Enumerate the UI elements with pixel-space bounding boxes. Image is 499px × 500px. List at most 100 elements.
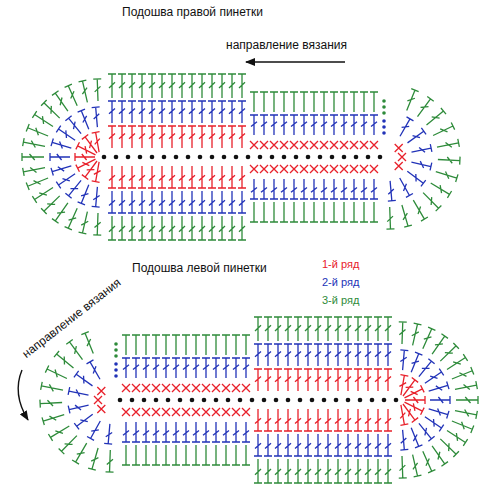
single-crochet-symbol [212, 408, 220, 416]
single-crochet-symbol [398, 153, 406, 161]
double-crochet-symbol [260, 92, 268, 112]
double-crochet-symbol [430, 396, 450, 404]
single-crochet-symbol [232, 384, 240, 392]
double-crochet-symbol [310, 92, 318, 112]
double-crochet-symbol [228, 191, 236, 213]
double-crochet-symbol [360, 202, 368, 222]
double-crochet-symbol [148, 126, 156, 148]
double-crochet-symbol [370, 115, 378, 135]
chain-stitch [178, 398, 183, 403]
chain-stitch [370, 398, 375, 403]
double-crochet-symbol [354, 344, 362, 366]
double-crochet-symbol [128, 74, 136, 98]
double-crochet-symbol [384, 434, 392, 456]
double-crochet-symbol [254, 369, 262, 391]
double-crochet-symbol [340, 179, 348, 199]
double-crochet-symbol [294, 317, 302, 341]
double-crochet-symbol [270, 202, 278, 222]
double-crochet-symbol [344, 459, 352, 483]
single-crochet-symbol [152, 408, 160, 416]
double-crochet-symbol [334, 409, 342, 431]
double-crochet-symbol [314, 459, 322, 483]
double-crochet-symbol [431, 122, 454, 139]
double-crochet-symbol [274, 317, 282, 341]
double-crochet-symbol [409, 323, 422, 346]
chain-stitch [226, 398, 231, 403]
double-crochet-symbol [222, 335, 230, 355]
double-crochet-symbol [142, 422, 150, 442]
double-crochet-symbol [284, 369, 292, 391]
single-crochet-symbol [122, 408, 130, 416]
double-crochet-symbol [118, 191, 126, 213]
double-crochet-symbol [242, 422, 250, 442]
double-crochet-symbol [250, 92, 258, 112]
single-crochet-symbol [222, 384, 230, 392]
double-crochet-symbol [232, 358, 240, 378]
chain-stitch [126, 155, 131, 160]
double-crochet-symbol [162, 335, 170, 355]
single-crochet-symbol [132, 384, 140, 392]
double-crochet-symbol [330, 92, 338, 112]
double-crochet-symbol [75, 153, 95, 161]
double-crochet-symbol [138, 166, 146, 188]
double-crochet-symbol [324, 369, 332, 391]
chain-stitch [394, 398, 399, 403]
chain-stitch [382, 125, 386, 129]
double-crochet-symbol [59, 433, 80, 454]
double-crochet-symbol [68, 401, 89, 413]
double-crochet-symbol [429, 334, 448, 357]
double-crochet-symbol [92, 187, 102, 208]
single-crochet-symbol [300, 165, 308, 173]
single-crochet-symbol [360, 165, 368, 173]
double-crochet-symbol [360, 92, 368, 112]
chain-stitch [342, 155, 347, 160]
double-crochet-symbol [23, 164, 46, 176]
single-crochet-symbol [350, 165, 358, 173]
double-crochet-symbol [32, 184, 55, 203]
double-crochet-symbol [314, 344, 322, 366]
double-crochet-symbol [424, 108, 446, 128]
double-crochet-symbol [304, 459, 312, 483]
double-crochet-symbol [198, 101, 206, 123]
double-crochet-symbol [414, 96, 433, 118]
double-crochet-symbol [386, 181, 396, 202]
double-crochet-symbol [87, 419, 104, 440]
double-crochet-symbol [416, 421, 435, 442]
double-crochet-symbol [122, 335, 130, 355]
double-crochet-symbol [106, 450, 115, 472]
double-crochet-symbol [411, 144, 432, 156]
double-crochet-symbol [264, 434, 272, 456]
double-crochet-symbol [324, 317, 332, 341]
double-crochet-symbol [182, 335, 190, 355]
double-crochet-symbol [304, 369, 312, 391]
double-crochet-symbol [128, 191, 136, 213]
double-crochet-symbol [260, 115, 268, 135]
chart-title: Подошва левой пинетки [132, 261, 267, 275]
chain-stitch [162, 155, 167, 160]
double-crochet-symbol [364, 409, 372, 431]
double-crochet-symbol [182, 445, 190, 465]
chain-stitch [142, 398, 147, 403]
chain-stitch [214, 398, 219, 403]
double-crochet-symbol [188, 74, 196, 98]
double-crochet-symbol [354, 409, 362, 431]
double-crochet-symbol [264, 317, 272, 341]
chain-stitch [118, 398, 123, 403]
chain-stitch [286, 398, 291, 403]
single-crochet-symbol [310, 165, 318, 173]
double-crochet-symbol [202, 422, 210, 442]
double-crochet-symbol [182, 358, 190, 378]
chain-stitch [198, 155, 203, 160]
double-crochet-symbol [294, 344, 302, 366]
single-crochet-symbol [270, 141, 278, 149]
double-crochet-symbol [208, 191, 216, 213]
double-crochet-symbol [396, 176, 413, 197]
double-crochet-symbol [304, 434, 312, 456]
double-crochet-symbol [22, 153, 44, 161]
double-crochet-symbol [364, 434, 372, 456]
double-crochet-symbol [242, 358, 250, 378]
double-crochet-symbol [158, 101, 166, 123]
single-crochet-symbol [132, 408, 140, 416]
double-crochet-symbol [284, 459, 292, 483]
direction-arrow [18, 370, 28, 420]
